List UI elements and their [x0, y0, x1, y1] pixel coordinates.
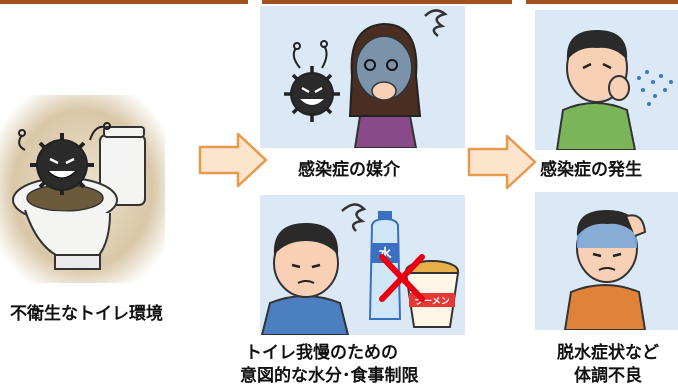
flow-arrow-2: [467, 134, 537, 190]
water-bottle-icon: 水: [368, 211, 402, 320]
cup-noodle-label: ラーメン: [414, 296, 450, 307]
dehydration-panel: [535, 192, 678, 330]
infection-mediation-caption: 感染症の媒介: [298, 160, 400, 180]
infection-outbreak-caption: 感染症の発生: [540, 160, 642, 180]
dirty-toilet-caption: 不衛生なトイレ環境: [10, 304, 163, 324]
germ-icon: [284, 40, 340, 122]
toilet-icon: [12, 126, 146, 270]
top-bar-gap: [512, 0, 526, 4]
worried-person-icon: [260, 203, 367, 335]
dehydration-caption-line1: 脱水症状など: [557, 343, 659, 363]
intake-restriction-caption-line2: 意図的な水分･食事制限: [240, 366, 419, 386]
coughing-person-icon: [555, 30, 637, 150]
infection-outbreak-panel: [535, 10, 678, 150]
face-covering-mouth-icon: [348, 9, 448, 148]
intake-restriction-panel: 水 ラーメン: [260, 195, 465, 335]
dehydration-caption-line2: 体調不良: [574, 366, 642, 386]
germ-icon: [18, 122, 111, 195]
dirty-toilet-panel: [0, 95, 165, 283]
sick-person-icon: [563, 210, 647, 330]
top-accent-bar: [0, 0, 678, 4]
infection-mediation-panel: [260, 6, 465, 148]
red-cross-icon: [379, 254, 425, 302]
intake-restriction-caption-line1: トイレ我慢のための: [245, 343, 398, 363]
top-bar-gap: [248, 0, 262, 4]
flow-arrow-1: [198, 132, 268, 188]
